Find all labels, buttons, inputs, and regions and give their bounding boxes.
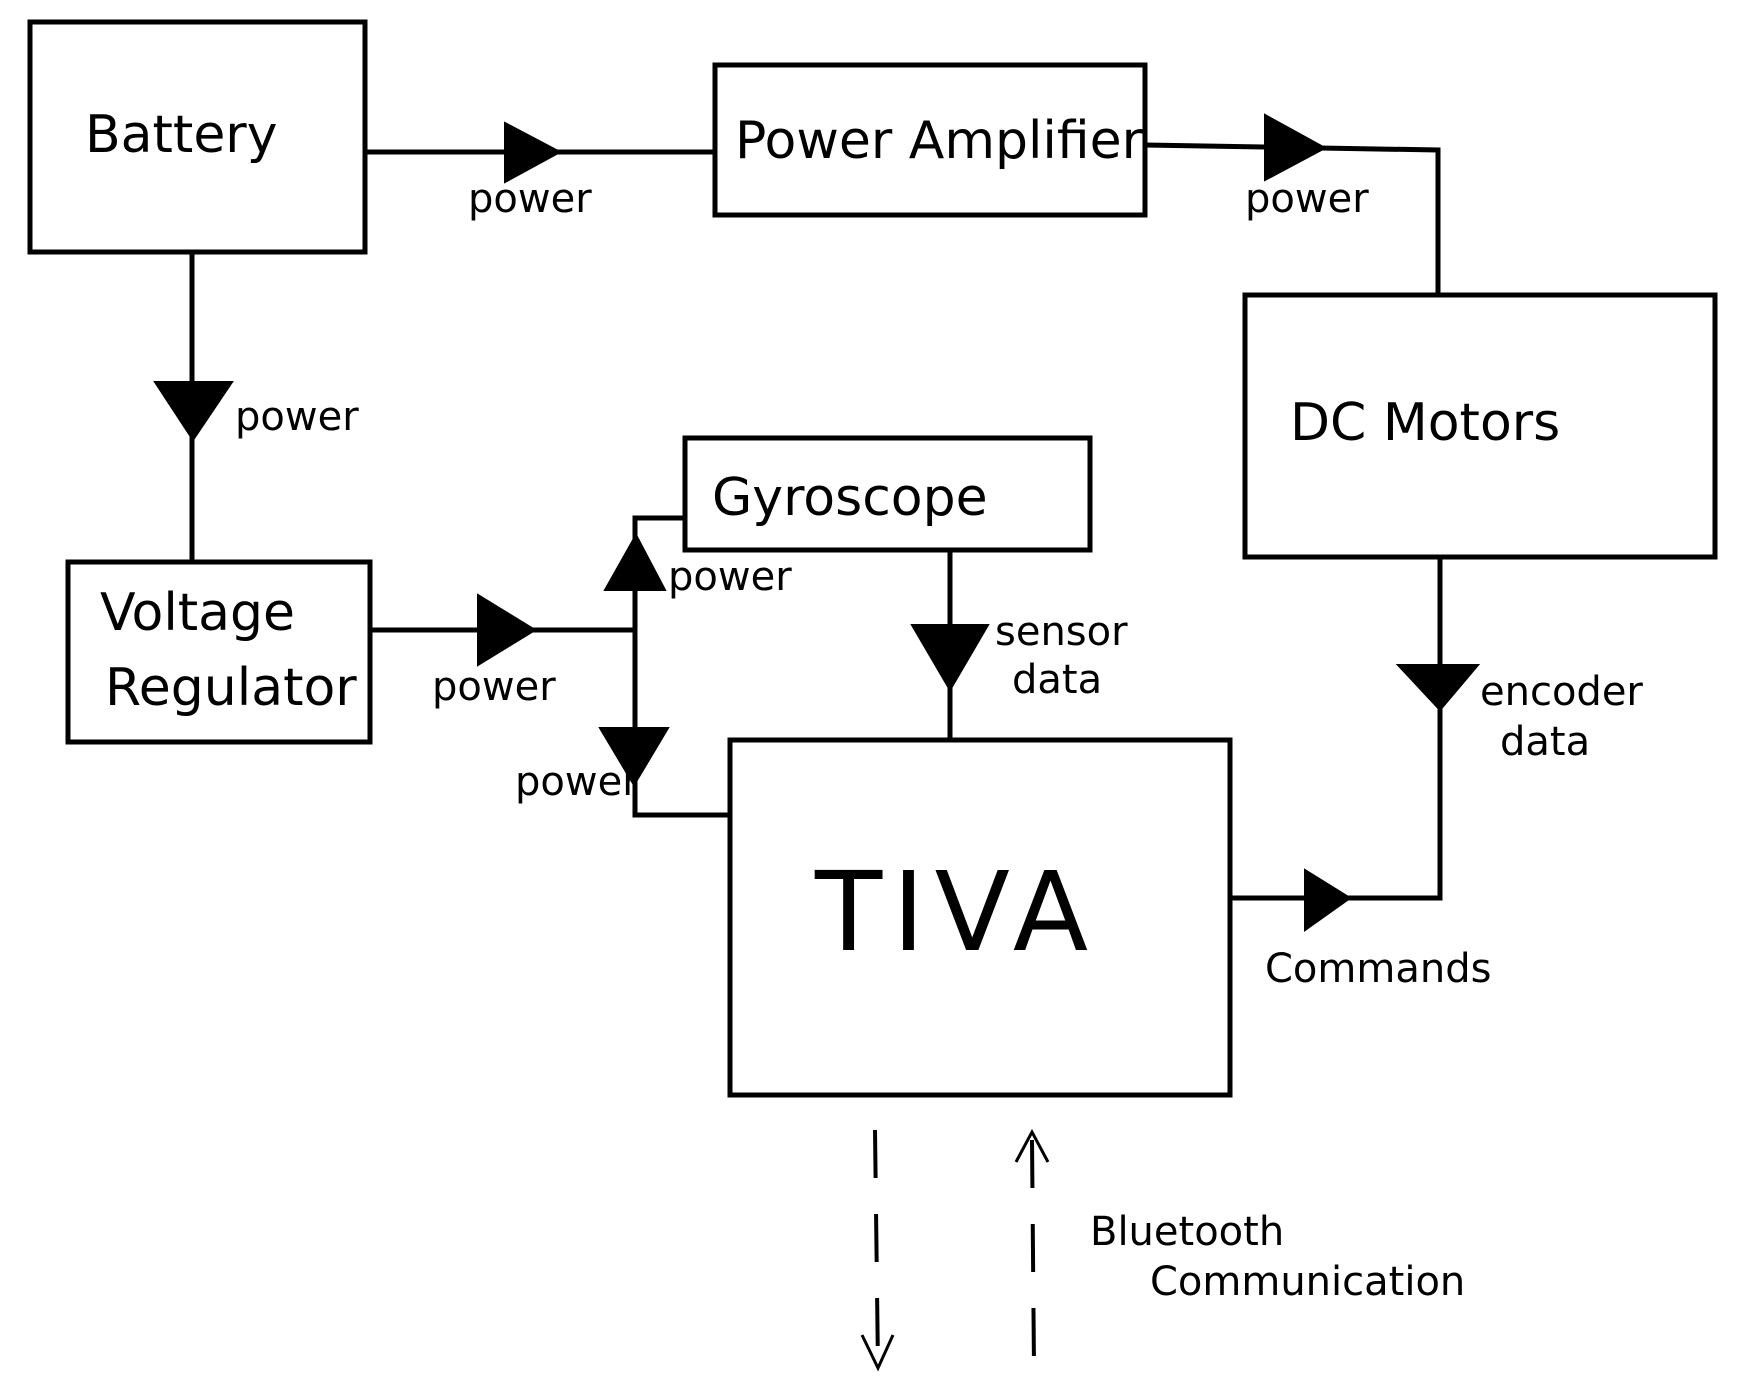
power-amplifier-block: Power Amplifier xyxy=(712,62,1148,218)
gyroscope-label: Gyroscope xyxy=(712,468,988,528)
junction-to-tiva-label: power xyxy=(515,759,639,805)
power-amplifier-label: Power Amplifier xyxy=(735,111,1144,171)
gyro-sensor-label-2: data xyxy=(1012,657,1102,703)
battery-to-amplifier-label: power xyxy=(468,176,592,222)
encoder-label-2: data xyxy=(1500,719,1590,765)
battery-to-amplifier-arrow xyxy=(504,121,563,184)
regulator-out-label: power xyxy=(432,664,556,710)
bluetooth-label-1: Bluetooth xyxy=(1090,1209,1284,1255)
bluetooth-down-arrowhead xyxy=(860,1334,895,1372)
commands-arrow xyxy=(1304,868,1352,932)
dc-motors-block: DC Motors xyxy=(1242,292,1718,560)
voltage-regulator-label-2: Regulator xyxy=(105,658,357,718)
tiva-block: TIVA xyxy=(727,737,1233,1098)
battery-to-regulator-label: power xyxy=(235,394,359,440)
tiva-label: TIVA xyxy=(814,848,1098,976)
voltage-regulator-block: Voltage Regulator xyxy=(65,559,373,745)
encoder-wire xyxy=(1230,557,1443,901)
battery-block: Battery xyxy=(27,19,368,255)
junction-to-tiva-wire xyxy=(632,630,730,818)
battery-to-regulator-arrow xyxy=(153,381,234,442)
gyroscope-block: Gyroscope xyxy=(682,435,1093,553)
gyro-sensor-label-1: sensor xyxy=(995,609,1128,655)
battery-label: Battery xyxy=(85,105,277,165)
bluetooth-down-line xyxy=(873,1129,880,1369)
amplifier-to-motors-wire xyxy=(1144,142,1441,295)
junction-to-tiva-arrow xyxy=(598,727,670,787)
amplifier-to-motors-label: power xyxy=(1245,176,1369,222)
regulator-out-arrow xyxy=(477,593,537,667)
commands-label: Commands xyxy=(1265,946,1491,992)
gyroscope-to-tiva-arrow xyxy=(910,624,990,692)
encoder-label-1: encoder xyxy=(1480,669,1643,715)
encoder-arrow xyxy=(1395,664,1481,712)
voltage-regulator-label-1: Voltage xyxy=(100,583,295,643)
dc-motors-label: DC Motors xyxy=(1290,393,1560,453)
bluetooth-up-arrowhead xyxy=(1014,1128,1050,1163)
bluetooth-label-2: Communication xyxy=(1150,1259,1465,1305)
junction-to-gyroscope-arrow xyxy=(603,532,667,591)
bluetooth-up-line xyxy=(1030,1139,1036,1369)
junction-to-gyroscope-label: power xyxy=(668,554,792,600)
amplifier-to-motors-arrow xyxy=(1264,113,1328,182)
